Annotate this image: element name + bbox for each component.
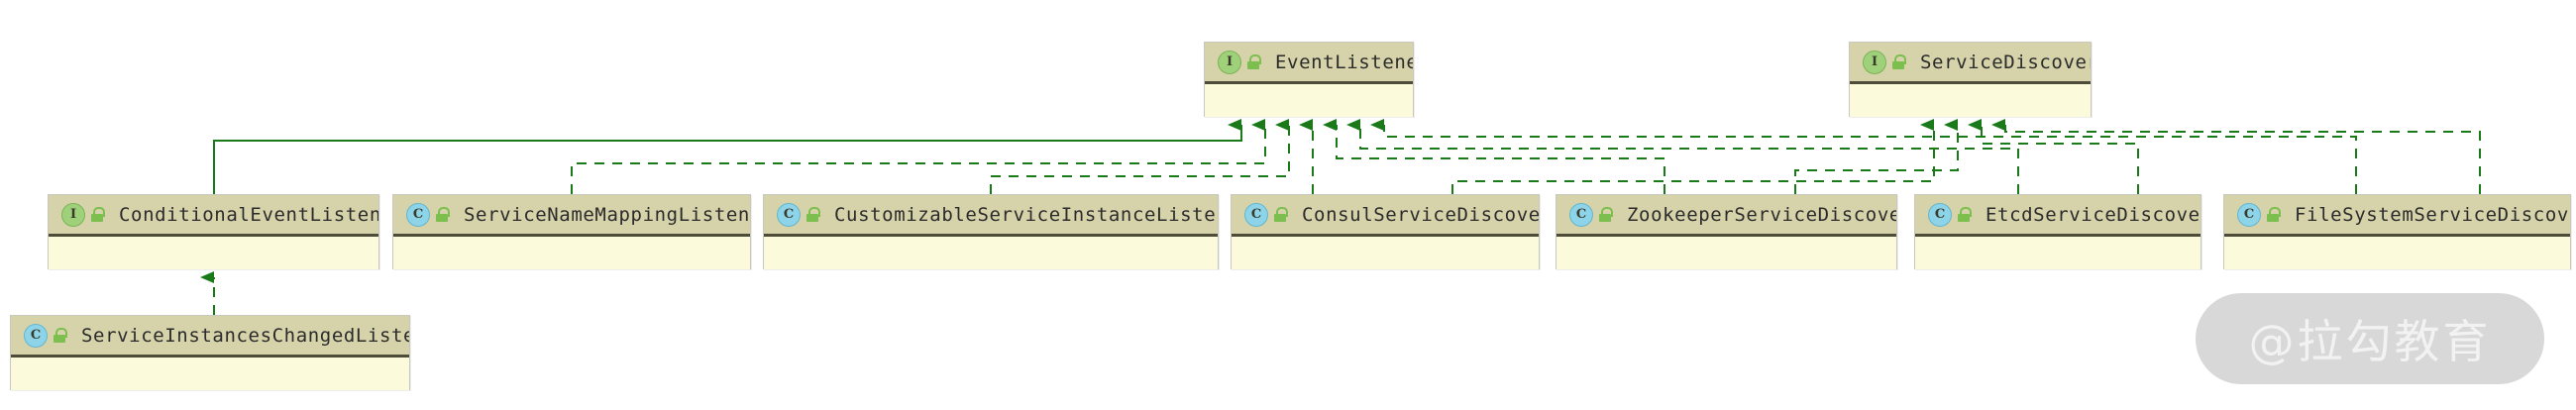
interface-icon: I xyxy=(1863,50,1886,74)
class-icon: C xyxy=(1569,202,1593,227)
class-icon: C xyxy=(777,202,801,227)
node-header: C FileSystemServiceDiscovery xyxy=(2224,195,2570,237)
edge-zookeeper-service-discovery-to-service-discovery xyxy=(1794,119,1959,194)
node-members-compartment xyxy=(1850,84,2091,117)
node-members-compartment xyxy=(1556,237,1896,269)
node-members-compartment xyxy=(764,237,1218,269)
node-members-compartment xyxy=(2224,237,2570,269)
node-title: ServiceDiscovery xyxy=(1920,51,2091,73)
node-title: ConditionalEventListener xyxy=(119,203,378,226)
uml-node-zookeeper-service-discovery[interactable]: C ZookeeperServiceDiscovery xyxy=(1556,194,1897,269)
class-icon: C xyxy=(1928,202,1952,227)
node-title: ServiceInstancesChangedListener xyxy=(81,324,409,347)
node-header: C ServiceInstancesChangedListener xyxy=(11,316,409,358)
node-members-compartment xyxy=(11,358,409,390)
node-header: C CustomizableServiceInstanceListener xyxy=(764,195,1218,237)
uml-node-conditional-event-listener[interactable]: I ConditionalEventListener xyxy=(48,194,379,269)
node-title: FileSystemServiceDiscovery xyxy=(2295,203,2570,226)
unlocked-padlock-icon xyxy=(1273,206,1288,223)
node-header: C ServiceNameMappingListener xyxy=(393,195,750,237)
uml-node-etcd-service-discovery[interactable]: C EtcdServiceDiscovery xyxy=(1914,194,2201,269)
edge-filesystem-service-discovery-to-event-listener xyxy=(1370,119,2357,194)
unlocked-padlock-icon xyxy=(53,327,67,344)
uml-node-filesystem-service-discovery[interactable]: C FileSystemServiceDiscovery xyxy=(2223,194,2571,269)
node-header: C ZookeeperServiceDiscovery xyxy=(1556,195,1896,237)
edge-filesystem-service-discovery-to-service-discovery xyxy=(1991,119,2481,194)
uml-node-event-listener[interactable]: I EventListener xyxy=(1204,42,1414,117)
node-title: CustomizableServiceInstanceListener xyxy=(834,203,1218,226)
node-members-compartment xyxy=(1915,237,2200,269)
uml-node-service-name-mapping-listener[interactable]: C ServiceNameMappingListener xyxy=(392,194,751,269)
unlocked-padlock-icon xyxy=(435,206,450,223)
node-members-compartment xyxy=(1232,237,1539,269)
class-icon: C xyxy=(406,202,430,227)
uml-node-service-discovery[interactable]: I ServiceDiscovery xyxy=(1849,42,2092,117)
node-title: EventListener xyxy=(1275,51,1413,73)
edge-customizable-service-instance-listener-to-event-listener xyxy=(990,119,1290,194)
class-icon: C xyxy=(2237,202,2261,227)
class-icon: C xyxy=(24,323,48,348)
node-title: ZookeeperServiceDiscovery xyxy=(1627,203,1896,226)
uml-node-service-instances-changed-listener[interactable]: C ServiceInstancesChangedListener xyxy=(10,315,410,390)
node-title: ServiceNameMappingListener xyxy=(464,203,750,226)
edge-zookeeper-service-discovery-to-event-listener xyxy=(1323,119,1665,194)
node-title: ConsulServiceDiscovery xyxy=(1302,203,1539,226)
node-members-compartment xyxy=(393,237,750,269)
unlocked-padlock-icon xyxy=(1957,206,1972,223)
node-members-compartment xyxy=(49,237,378,269)
uml-node-consul-service-discovery[interactable]: C ConsulServiceDiscovery xyxy=(1231,194,1540,269)
node-header: C ConsulServiceDiscovery xyxy=(1232,195,1539,237)
edge-conditional-event-listener-to-event-listener xyxy=(213,119,1242,194)
node-header: I EventListener xyxy=(1205,43,1413,84)
edge-etcd-service-discovery-to-service-discovery xyxy=(1968,119,2139,194)
edge-etcd-service-discovery-to-event-listener xyxy=(1346,119,2019,194)
class-icon: C xyxy=(1244,202,1268,227)
unlocked-padlock-icon xyxy=(90,206,105,223)
interface-icon: I xyxy=(1218,50,1241,74)
node-header: C EtcdServiceDiscovery xyxy=(1915,195,2200,237)
unlocked-padlock-icon xyxy=(1891,53,1906,70)
unlocked-padlock-icon xyxy=(1598,206,1613,223)
interface-icon: I xyxy=(61,202,85,227)
node-members-compartment xyxy=(1205,84,1413,117)
edge-consul-service-discovery-to-service-discovery xyxy=(1451,119,1935,194)
unlocked-padlock-icon xyxy=(2266,206,2281,223)
unlocked-padlock-icon xyxy=(1246,53,1261,70)
uml-node-customizable-service-instance-listener[interactable]: C CustomizableServiceInstanceListener xyxy=(763,194,1219,269)
node-header: I ConditionalEventListener xyxy=(49,195,378,237)
node-title: EtcdServiceDiscovery xyxy=(1986,203,2200,226)
unlocked-padlock-icon xyxy=(805,206,820,223)
edge-service-name-mapping-listener-to-event-listener xyxy=(571,119,1266,194)
watermark: @拉勾教育 xyxy=(2196,293,2544,384)
node-header: I ServiceDiscovery xyxy=(1850,43,2091,84)
